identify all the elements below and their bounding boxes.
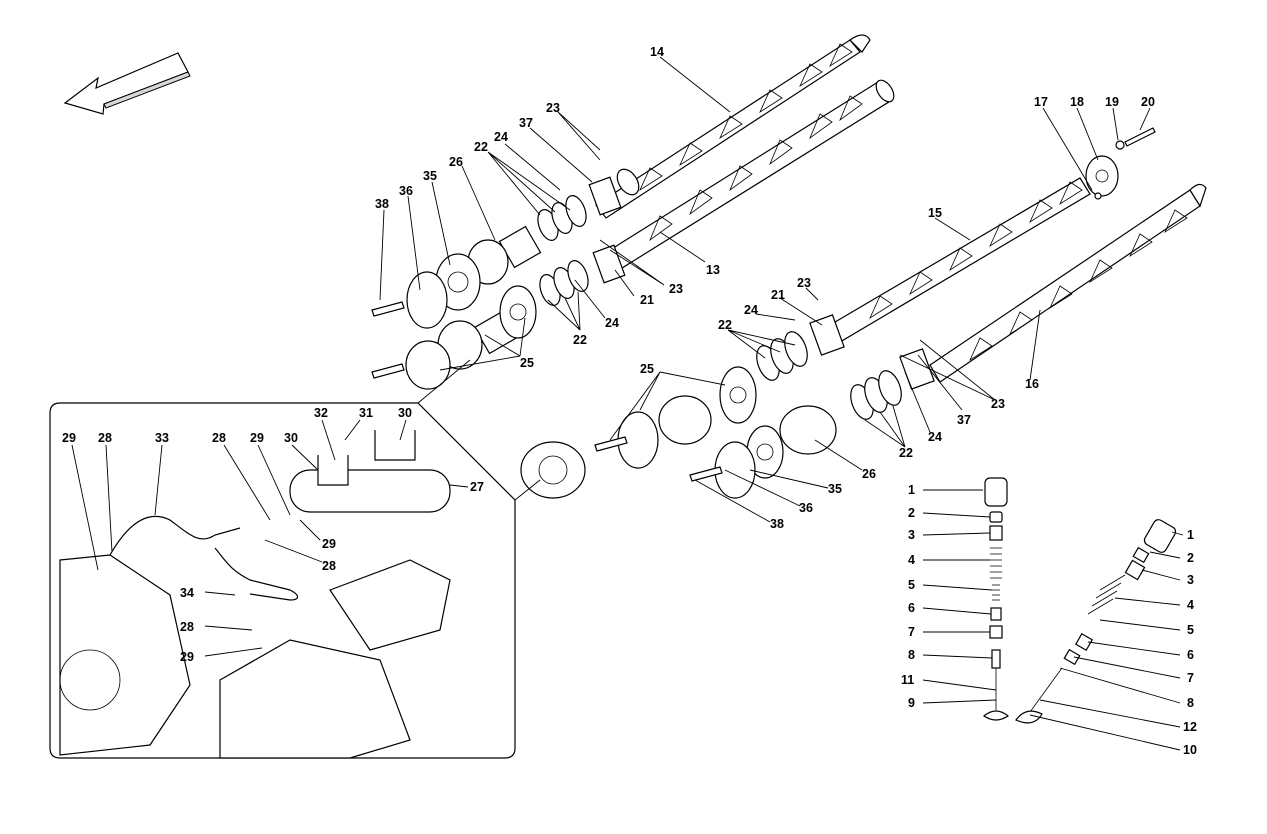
- label-22: 22: [474, 140, 488, 154]
- label-1: 1: [908, 483, 915, 497]
- label-19: 19: [1105, 95, 1119, 109]
- label-24: 24: [928, 430, 942, 444]
- label-22: 22: [573, 333, 587, 347]
- label-7: 7: [1187, 671, 1194, 685]
- label-29: 29: [250, 431, 264, 445]
- camshaft-16: [929, 183, 1207, 383]
- label-2: 2: [1187, 551, 1194, 565]
- valve-stack-left: [982, 477, 1010, 721]
- label-29: 29: [322, 537, 336, 551]
- label-38: 38: [375, 197, 389, 211]
- label-8: 8: [908, 648, 915, 662]
- label-25: 25: [640, 362, 654, 376]
- label-3: 3: [1187, 573, 1194, 587]
- oil-line-33: [109, 515, 299, 601]
- label-33: 33: [155, 431, 169, 445]
- label-4: 4: [908, 553, 915, 567]
- label-21: 21: [771, 288, 785, 302]
- bank1-seals-and-variators: [371, 176, 626, 390]
- label-28: 28: [322, 559, 336, 573]
- label-17: 17: [1034, 95, 1048, 109]
- label-8: 8: [1187, 696, 1194, 710]
- direction-arrow: [63, 52, 191, 115]
- label-10: 10: [1183, 743, 1197, 757]
- label-29: 29: [62, 431, 76, 445]
- label-1: 1: [1187, 528, 1194, 542]
- label-4: 4: [1187, 598, 1194, 612]
- label-25: 25: [520, 356, 534, 370]
- label-6: 6: [1187, 648, 1194, 662]
- leader-lines: [71, 56, 1184, 751]
- camshaft-15: [829, 177, 1091, 343]
- label-28: 28: [180, 620, 194, 634]
- label-16: 16: [1025, 377, 1039, 391]
- label-23: 23: [797, 276, 811, 290]
- label-20: 20: [1141, 95, 1155, 109]
- label-35: 35: [828, 482, 842, 496]
- label-36: 36: [799, 501, 813, 515]
- label-23: 23: [669, 282, 683, 296]
- label-28: 28: [98, 431, 112, 445]
- label-30: 30: [284, 431, 298, 445]
- label-24: 24: [744, 303, 758, 317]
- camshaft-14: [595, 34, 871, 219]
- label-35: 35: [423, 169, 437, 183]
- label-32: 32: [314, 406, 328, 420]
- label-37: 37: [957, 413, 971, 427]
- label-22: 22: [718, 318, 732, 332]
- label-6: 6: [908, 601, 915, 615]
- label-37: 37: [519, 116, 533, 130]
- label-27: 27: [470, 480, 484, 494]
- label-5: 5: [1187, 623, 1194, 637]
- bank2-seals-and-variators: [520, 314, 935, 499]
- label-22: 22: [899, 446, 913, 460]
- label-30: 30: [398, 406, 412, 420]
- label-26: 26: [862, 467, 876, 481]
- label-7: 7: [908, 625, 915, 639]
- label-24: 24: [605, 316, 619, 330]
- label-2: 2: [908, 506, 915, 520]
- label-5: 5: [908, 578, 915, 592]
- label-13: 13: [706, 263, 720, 277]
- label-3: 3: [908, 528, 915, 542]
- label-14: 14: [650, 45, 664, 59]
- inset-panel: [49, 359, 541, 759]
- label-15: 15: [928, 206, 942, 220]
- label-11: 11: [901, 673, 914, 687]
- label-34: 34: [180, 586, 194, 600]
- label-23: 23: [991, 397, 1005, 411]
- label-24: 24: [494, 130, 508, 144]
- label-21: 21: [640, 293, 654, 307]
- label-18: 18: [1070, 95, 1084, 109]
- label-38: 38: [770, 517, 784, 531]
- sensor-wheel-group: [1085, 127, 1156, 200]
- label-28: 28: [212, 431, 226, 445]
- label-36: 36: [399, 184, 413, 198]
- label-26: 26: [449, 155, 463, 169]
- part-labels: 14 23 37 24 22 26 35 36 38 13 23 21 24 2…: [62, 45, 1197, 757]
- label-23: 23: [546, 101, 560, 115]
- label-29: 29: [180, 650, 194, 664]
- label-12: 12: [1183, 720, 1197, 734]
- label-9: 9: [908, 696, 915, 710]
- valve-stack-right: [1015, 519, 1177, 724]
- label-31: 31: [359, 406, 373, 420]
